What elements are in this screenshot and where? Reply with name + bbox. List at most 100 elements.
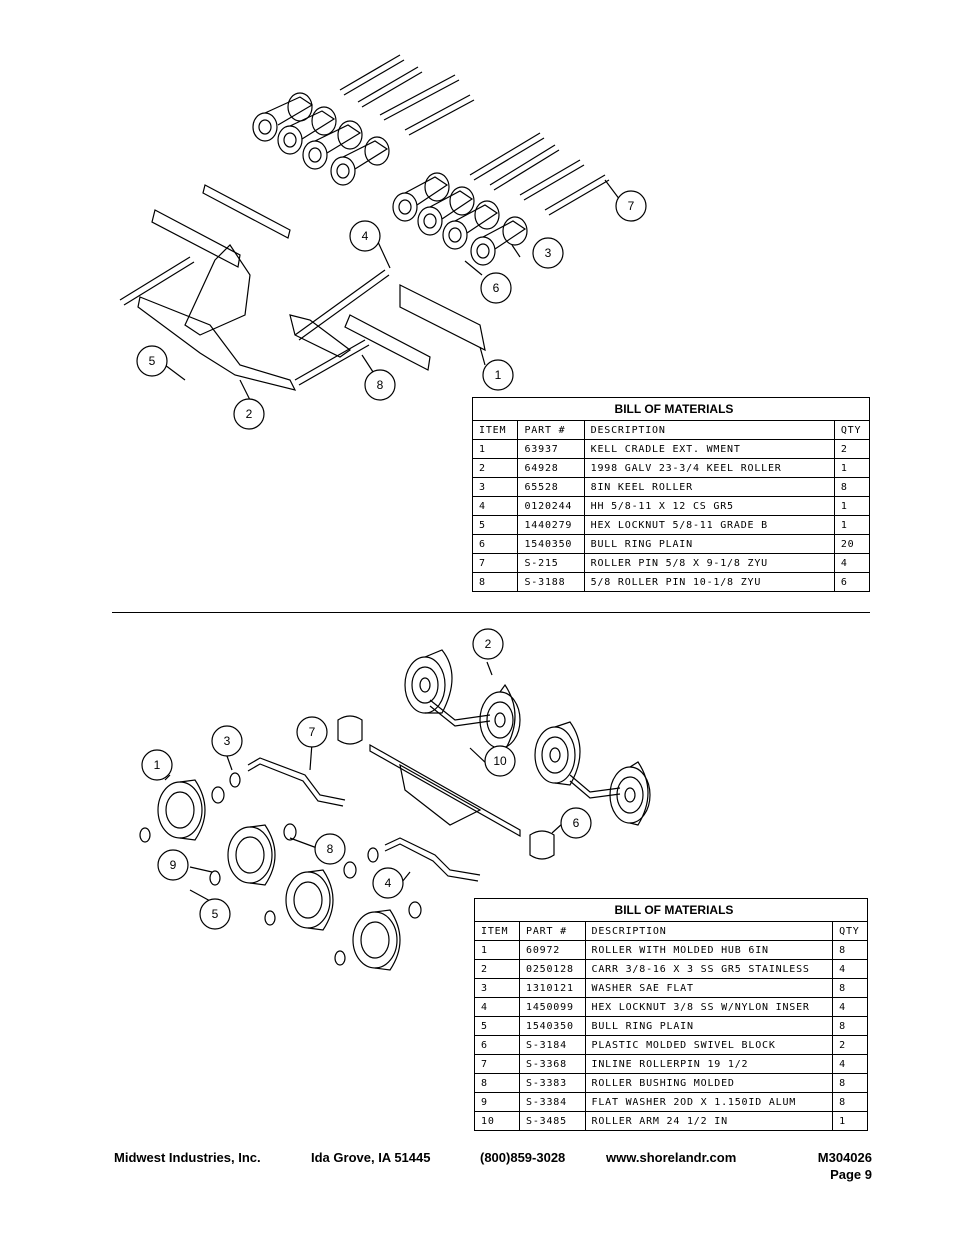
cell-qty: 8 [832,978,868,998]
cell-description: INLINE ROLLERPIN 19 1/2 [584,1054,834,1074]
cell-description: BULL RING PLAIN [583,534,835,554]
cell-part: 1540350 [517,534,585,554]
cell-description: ROLLER PIN 5/8 X 9-1/8 ZYU [583,553,835,573]
cell-item: 8 [473,1073,521,1093]
column-header-part: PART # [519,921,586,941]
cell-item: 4 [473,997,521,1017]
cell-description: ROLLER WITH MOLDED HUB 6IN [584,940,834,960]
cell-part: 64928 [517,458,585,478]
bom-title: BILL OF MATERIALS [472,397,870,421]
cell-qty: 1 [833,515,871,535]
callout-item-1: 1 [482,359,514,391]
cell-qty: 1 [833,496,871,516]
cell-description: 1998 GALV 23-3/4 KEEL ROLLER [583,458,835,478]
callout-item-10: 10 [484,745,516,777]
footer-city: Ida Grove, IA 51445 [311,1150,431,1165]
callout-item-9: 9 [157,849,189,881]
column-header-qty: QTY [833,420,871,440]
roller-group-right [392,172,528,266]
cell-qty: 1 [832,1111,868,1131]
svg-text:3: 3 [224,734,231,748]
cell-part: 0250128 [519,959,586,979]
cell-item: 1 [473,940,521,960]
svg-text:4: 4 [385,876,392,890]
cell-item: 3 [473,978,521,998]
svg-text:9: 9 [170,858,177,872]
cell-description: WASHER SAE FLAT [584,978,834,998]
column-header-item: ITEM [471,420,519,440]
cell-item: 2 [473,959,521,979]
cell-part: S-3485 [519,1111,586,1131]
cell-description: BULL RING PLAIN [584,1016,834,1036]
cell-item: 9 [473,1092,521,1112]
svg-text:10: 10 [493,754,507,768]
cell-description: CARR 3/8-16 X 3 SS GR5 STAINLESS [584,959,834,979]
svg-text:1: 1 [495,368,502,382]
cell-item: 4 [471,496,519,516]
footer-website-link[interactable]: www.shorelandr.com [606,1150,737,1165]
cell-part: 1310121 [519,978,586,998]
footer-company: Midwest Industries, Inc. [114,1150,261,1165]
cell-description: HH 5/8-11 X 12 CS GR5 [583,496,835,516]
svg-text:7: 7 [628,199,635,213]
cell-qty: 8 [832,1016,868,1036]
footer-page-number: Page 9 [830,1167,872,1182]
cell-description: ROLLER BUSHING MOLDED [584,1073,834,1093]
cell-qty: 4 [832,997,868,1017]
svg-text:2: 2 [246,407,253,421]
cell-qty: 2 [833,439,871,459]
cell-qty: 8 [832,940,868,960]
cell-part: 1450099 [519,997,586,1017]
callout-item-4: 4 [372,867,404,899]
cell-description: FLAT WASHER 2OD X 1.150ID ALUM [584,1092,834,1112]
svg-text:7: 7 [309,725,316,739]
cell-part: 60972 [519,940,586,960]
cell-item: 6 [473,1035,521,1055]
cell-item: 5 [471,515,519,535]
callout-item-2: 2 [472,628,504,660]
cell-item: 5 [473,1016,521,1036]
cell-qty: 8 [832,1092,868,1112]
callout-item-1: 1 [141,749,173,781]
cell-description: HEX LOCKNUT 3/8 SS W/NYLON INSER [584,997,834,1017]
cell-part: 0120244 [517,496,585,516]
cell-description: PLASTIC MOLDED SWIVEL BLOCK [584,1035,834,1055]
column-header-description: DESCRIPTION [584,921,834,941]
footer-phone: (800)859-3028 [480,1150,566,1165]
cell-item: 7 [473,1054,521,1074]
cell-description: HEX LOCKNUT 5/8-11 GRADE B [583,515,835,535]
callout-item-3: 3 [532,237,564,269]
column-header-part: PART # [517,420,585,440]
cell-part: 1440279 [517,515,585,535]
callout-item-3: 3 [211,725,243,757]
cell-part: S-3188 [517,572,585,592]
cell-part: S-3368 [519,1054,586,1074]
cell-description: ROLLER ARM 24 1/2 IN [584,1111,834,1131]
cell-qty: 2 [832,1035,868,1055]
callout-item-4: 4 [349,220,381,252]
cell-item: 3 [471,477,519,497]
svg-text:1: 1 [154,758,161,772]
svg-text:5: 5 [149,354,156,368]
svg-text:8: 8 [377,378,384,392]
cell-qty: 1 [833,458,871,478]
roller-group-left [252,92,390,186]
cell-qty: 4 [833,553,871,573]
cell-description: KELL CRADLE EXT. WMENT [583,439,835,459]
svg-text:8: 8 [327,842,334,856]
column-header-description: DESCRIPTION [583,420,835,440]
callout-item-6: 6 [560,807,592,839]
callout-item-5: 5 [199,898,231,930]
